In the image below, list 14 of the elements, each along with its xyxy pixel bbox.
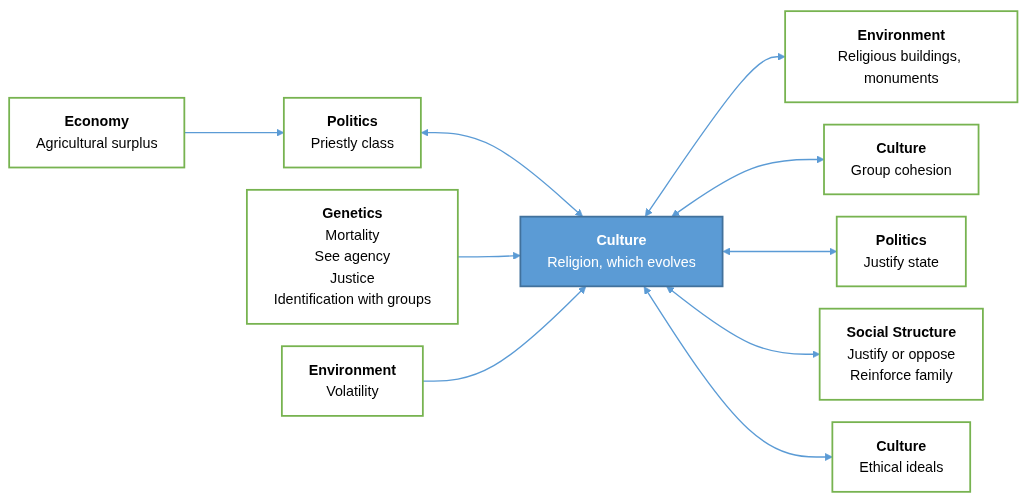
node-box: Culture Group cohesion (823, 123, 980, 196)
arrow (671, 155, 825, 217)
node-box: Culture Ethical ideals (831, 421, 972, 493)
node-box: Genetics Mortality See agency Justice Identification with groups (246, 188, 459, 325)
node-box: Culture Religion, which evolves (519, 215, 724, 288)
node-box: Social Structure Justify or oppose Reinforce family (818, 307, 984, 401)
node-box: Environment Religious buildings, monuments (784, 10, 1019, 104)
arrow (421, 128, 584, 217)
arrow (643, 286, 833, 461)
node-box: Politics Priestly class (283, 96, 422, 169)
node-box: Environment Volatility (281, 345, 424, 417)
arrow (645, 52, 786, 217)
node-box: Economy Agricultural surplus (8, 96, 186, 169)
node-box: Politics Justify state (836, 215, 967, 288)
